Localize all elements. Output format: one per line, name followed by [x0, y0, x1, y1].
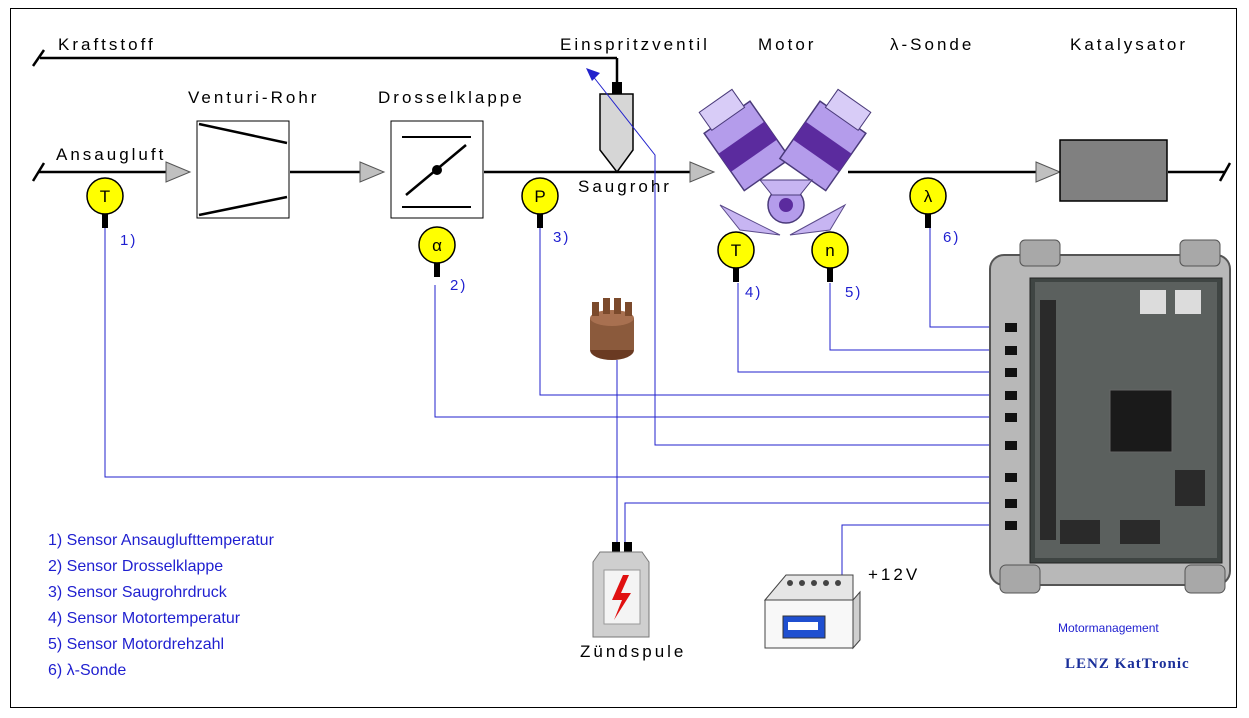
legend-item-3: 3) Sensor Saugrohrdruck — [48, 584, 228, 601]
sensor-3: P 3) — [521, 177, 570, 246]
label-plus12v: +12V — [868, 565, 920, 584]
legend-item-6: 6) λ-Sonde — [48, 662, 126, 679]
sensor-5-symbol: n — [825, 241, 834, 260]
sensor-1: T 1) — [86, 177, 137, 249]
label-zuendspule: Zündspule — [580, 642, 686, 661]
intake-line — [31, 161, 716, 183]
sensor-2-symbol: α — [432, 236, 442, 255]
label-drosselklappe: Drosselklappe — [378, 88, 525, 107]
sensor-5-number: 5) — [845, 284, 862, 301]
label-saugrohr: Saugrohr — [578, 177, 672, 196]
legend-item-4: 4) Sensor Motortemperatur — [48, 610, 241, 627]
label-lambda-sonde: λ-Sonde — [890, 35, 974, 54]
sensor-6: λ 6) — [909, 177, 960, 246]
catalyst — [1059, 139, 1168, 202]
brand-logo: LENZ KatTronic — [1065, 656, 1190, 672]
lightning-icon — [612, 575, 631, 620]
sensor-4: T 4) — [717, 231, 762, 301]
diagram-frame — [10, 8, 1237, 708]
exhaust-line — [848, 161, 1232, 183]
sensor-4-symbol: T — [731, 241, 741, 260]
venturi-tube — [196, 120, 290, 219]
legend-item-2: 2) Sensor Drosselklappe — [48, 558, 223, 575]
label-ansaugluft: Ansaugluft — [56, 145, 166, 164]
label-kraftstoff: Kraftstoff — [58, 35, 156, 54]
label-motor: Motor — [758, 35, 816, 54]
legend-item-1: 1) Sensor Ansauglufttemperatur — [48, 532, 275, 549]
sensor-6-symbol: λ — [924, 187, 933, 206]
legend-item-5: 5) Sensor Motordrehzahl — [48, 636, 224, 653]
label-katalysator: Katalysator — [1070, 35, 1188, 54]
injector — [599, 82, 634, 174]
sensor-1-number: 1) — [120, 232, 137, 249]
label-einspritzventil: Einspritzventil — [560, 35, 710, 54]
ecu — [989, 239, 1231, 594]
sensor-2: α 2) — [418, 226, 467, 294]
sensor-1-symbol: T — [100, 187, 110, 206]
sensor-5: n 5) — [811, 231, 862, 301]
throttle-valve — [390, 120, 484, 219]
engine — [698, 88, 872, 236]
sensor-3-number: 3) — [553, 229, 570, 246]
label-venturi-rohr: Venturi-Rohr — [188, 88, 319, 107]
distributor-cap — [590, 298, 634, 360]
sensor-4-number: 4) — [745, 284, 762, 301]
label-motormanagement: Motormanagement — [1058, 621, 1159, 635]
legend: 1) Sensor Ansauglufttemperatur 2) Sensor… — [48, 532, 275, 679]
sensor-6-number: 6) — [943, 229, 960, 246]
fuel-line — [31, 49, 619, 90]
ecu-pin-header — [1040, 300, 1056, 540]
sensor-2-number: 2) — [450, 277, 467, 294]
ignition-coil — [592, 542, 650, 638]
sensor-wires — [104, 228, 1013, 580]
battery — [763, 574, 861, 650]
sensor-3-symbol: P — [534, 187, 545, 206]
injector-control-wire — [586, 68, 1013, 446]
